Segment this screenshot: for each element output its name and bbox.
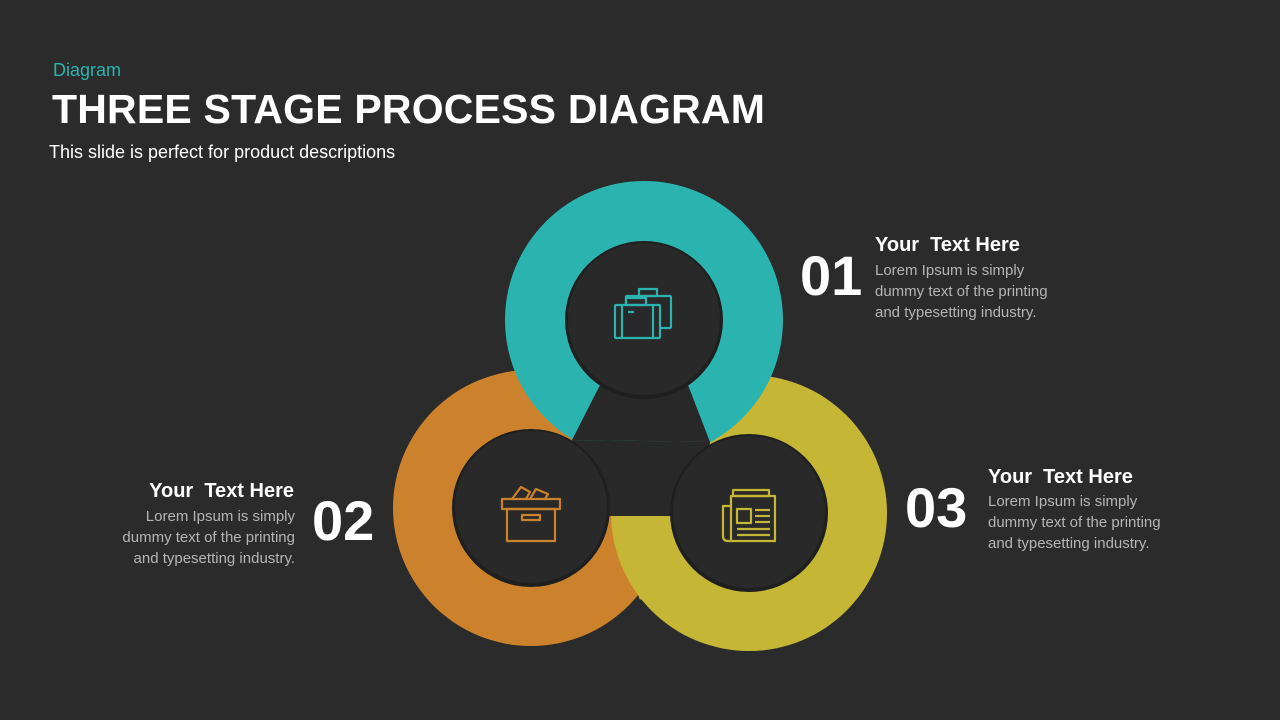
stage-1-body-line: Lorem Ipsum is simply (875, 262, 1025, 279)
stage-3-body-line: dummy text of the printing (988, 514, 1161, 531)
donation-box-icon (500, 485, 562, 543)
stage-2-number: 02 (312, 489, 375, 552)
stage-3-body-line: Lorem Ipsum is simply (988, 493, 1138, 510)
slide-title: THREE STAGE PROCESS DIAGRAM (52, 86, 766, 132)
stage-1-number: 01 (800, 244, 863, 307)
stage-2-body-line: dummy text of the printing (122, 529, 295, 546)
stage-1-heading: Your Text Here (875, 234, 1020, 256)
center-notch (572, 385, 710, 442)
stage-2-body: Lorem Ipsum is simply dummy text of the … (95, 506, 295, 569)
stage-3-body: Lorem Ipsum is simply dummy text of the … (988, 491, 1188, 554)
stage-2-body-line: Lorem Ipsum is simply (145, 508, 295, 525)
stage-3-body-line: and typesetting industry. (988, 535, 1150, 552)
stage-2-inner-face (455, 431, 607, 583)
newspaper-icon (721, 488, 777, 543)
slide-subtitle: This slide is perfect for product descri… (49, 142, 396, 162)
stage-1-body: Lorem Ipsum is simply dummy text of the … (875, 260, 1075, 323)
stage-2-heading: Your Text Here (149, 480, 294, 502)
stage-1-body-line: dummy text of the printing (875, 283, 1048, 300)
briefcases-icon (613, 287, 673, 340)
stage-3-heading: Your Text Here (988, 466, 1133, 488)
stage-3-overlap (611, 516, 672, 600)
stage-1-body-line: and typesetting industry. (875, 304, 1037, 321)
stage-3-number: 03 (905, 476, 968, 539)
slide-category: Diagram (53, 60, 122, 80)
stage-2-body-line: and typesetting industry. (133, 550, 295, 567)
stage-3-inner-face (673, 436, 825, 588)
